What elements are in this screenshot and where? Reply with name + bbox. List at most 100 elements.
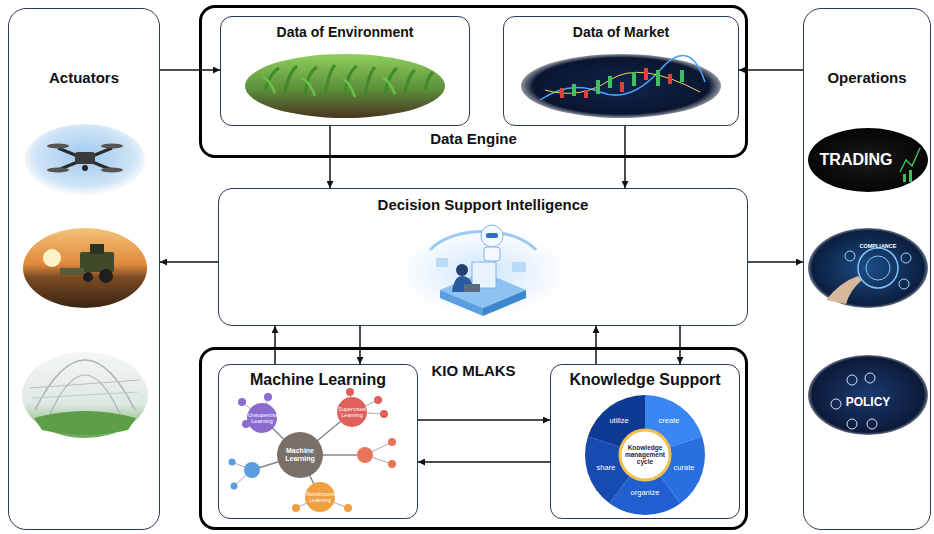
drone-rotor	[101, 168, 123, 173]
compliance-ground	[808, 228, 928, 308]
leaf	[238, 398, 246, 406]
cornfield-picture	[245, 54, 445, 118]
mindmap-picture	[229, 388, 397, 512]
candle	[620, 82, 624, 92]
robot-head	[481, 225, 503, 247]
picture-label: Supervised Learning	[338, 406, 366, 418]
chart-ground	[521, 54, 721, 118]
policy-icon	[847, 419, 857, 429]
leaf	[374, 396, 382, 404]
harvester-cab	[90, 244, 104, 254]
leaf	[344, 504, 352, 512]
decision-picture	[398, 225, 568, 316]
compliance-ring	[866, 256, 890, 280]
leaf	[380, 410, 388, 418]
drone-sky	[25, 124, 145, 196]
harvester-wheel	[99, 269, 113, 283]
compliance-icon	[845, 251, 855, 261]
drone-arm	[58, 148, 112, 170]
hand	[826, 276, 862, 304]
trading-picture	[808, 128, 928, 192]
candle	[596, 80, 600, 94]
drone-camera	[82, 165, 88, 171]
panel	[512, 262, 526, 272]
node-title: Decision Support Intelligence	[378, 196, 589, 213]
candle	[584, 90, 588, 98]
node-title: Operations	[827, 69, 906, 86]
trading-ground	[808, 128, 928, 192]
process-box: Decision Support Intelligence	[218, 188, 748, 326]
harvester-body	[80, 252, 114, 272]
cycle-hub	[620, 430, 670, 480]
irrigation-picture	[22, 352, 148, 438]
policy-icon	[831, 399, 841, 409]
price-line	[545, 72, 700, 93]
sun	[43, 249, 61, 267]
connector-arrow	[160, 261, 218, 263]
leaf	[244, 462, 260, 478]
connector-arrow	[274, 326, 276, 364]
pipe	[32, 392, 138, 398]
drone-rotor	[101, 144, 123, 149]
connector-arrow	[595, 326, 597, 364]
drone-arm	[58, 148, 112, 170]
leaf	[292, 504, 300, 512]
sunset-field	[23, 228, 147, 308]
data-box: Data of Environment	[220, 16, 470, 126]
node-title: Data of Environment	[277, 24, 414, 40]
trading-bar	[909, 170, 912, 182]
trading-chart	[900, 148, 920, 172]
leaf	[388, 460, 396, 468]
candle	[668, 74, 672, 84]
drone-rotor	[47, 144, 69, 149]
harvester-header	[60, 268, 84, 275]
harvester-picture	[23, 228, 147, 308]
picture-label: Reinforcement Learning	[306, 491, 334, 503]
compliance-icon	[901, 253, 911, 263]
candle	[560, 88, 564, 98]
platform-side	[440, 290, 483, 316]
leaf	[357, 447, 373, 463]
candle	[572, 84, 576, 96]
policy-picture	[808, 355, 928, 435]
picture-label: curate	[674, 464, 695, 472]
picture-label: share	[597, 464, 616, 472]
leaf	[346, 388, 354, 396]
data-box: Data of Market	[503, 16, 739, 126]
side-panel: Operations	[803, 8, 931, 530]
connector-arrow	[160, 69, 220, 71]
picture-label: create	[659, 417, 680, 425]
picture-label: COMPLIANCE	[860, 243, 897, 249]
picture-label: organize	[631, 489, 660, 497]
crops	[34, 411, 136, 435]
greenhouse-arch	[35, 360, 135, 410]
node-title: Actuators	[49, 69, 119, 86]
candles	[560, 68, 684, 98]
trading-bar	[903, 174, 906, 182]
sprouts	[263, 77, 395, 97]
picture-label: TRADING	[820, 151, 893, 169]
node-title: Data of Market	[573, 24, 669, 40]
connector-arrow	[418, 419, 550, 421]
connector-arrow	[748, 261, 803, 263]
candle	[632, 72, 636, 86]
robot-eye	[486, 233, 498, 238]
harvester-wheel	[83, 272, 93, 282]
center-node	[277, 432, 323, 478]
candle	[608, 76, 612, 88]
pipe	[30, 380, 140, 388]
field	[245, 54, 445, 118]
leaf	[229, 459, 236, 466]
cycle-picture	[585, 395, 705, 515]
person-head	[456, 264, 468, 276]
branch-node	[305, 482, 335, 512]
picture-label: Unsupervised Learning	[248, 412, 276, 424]
picture-label: Machine Learning	[280, 447, 320, 462]
policy-ground	[808, 355, 928, 435]
policy-icon	[847, 375, 857, 385]
picture-label: Knowledge management cycle	[624, 444, 666, 465]
node-title: Data Engine	[430, 130, 517, 147]
connector-arrow	[739, 69, 803, 71]
